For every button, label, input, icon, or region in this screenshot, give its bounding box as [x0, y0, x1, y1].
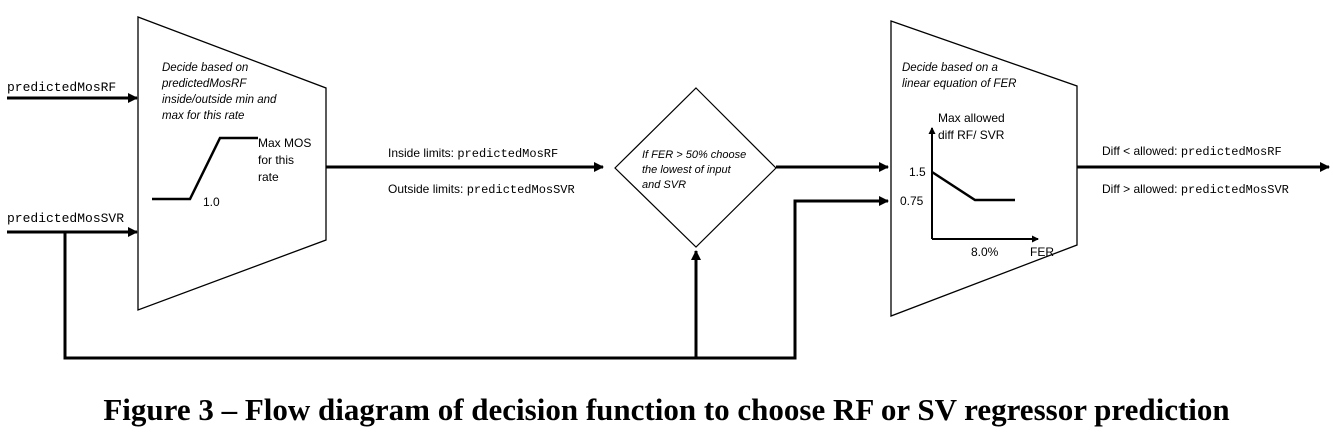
fer-graph-ytick-high: 1.5: [909, 165, 926, 179]
block-fer-equation: [890, 20, 1078, 317]
block-range-check: [137, 16, 327, 311]
fer-decision-diamond: [614, 87, 777, 248]
block-fer-equation-text: Decide based on a linear equation of FER: [902, 62, 1016, 90]
inside-limits-label: Inside limits: predictedMosRF: [388, 146, 558, 161]
block-range-check-text: Decide based on predictedMosRF inside/ou…: [161, 62, 280, 122]
input-label-rf: predictedMosRF: [7, 80, 116, 95]
fer-graph-xtick: 8.0%: [971, 245, 999, 259]
fer-allowed-diff-curve: [931, 170, 1015, 202]
fer-graph-ytick-low: 0.75: [900, 194, 924, 208]
arrow-svr-to-block2: [696, 196, 889, 360]
mos-limit-curve: [152, 136, 258, 201]
mos-limit-label: Max MOS for this rate: [258, 136, 315, 184]
fer-graph-xlabel: FER: [1030, 245, 1054, 259]
output-less-label: Diff < allowed: predictedMosRF: [1102, 144, 1282, 159]
output-greater-label: Diff > allowed: predictedMosSVR: [1102, 182, 1289, 197]
input-label-svr: predictedMosSVR: [7, 211, 124, 226]
feedback-arrow-svr: [63, 232, 701, 360]
flow-diagram: predictedMosRF predictedMosSVR Decide ba…: [7, 16, 1330, 360]
outside-limits-label: Outside limits: predictedMosSVR: [388, 182, 575, 197]
fer-decision-text: If FER > 50% choose the lowest of input …: [642, 149, 749, 191]
figure-caption: Figure 3 – Flow diagram of decision func…: [103, 392, 1230, 427]
mos-limit-tick: 1.0: [203, 195, 220, 209]
fer-graph-ylabel: Max allowed diff RF/ SVR: [938, 111, 1008, 142]
